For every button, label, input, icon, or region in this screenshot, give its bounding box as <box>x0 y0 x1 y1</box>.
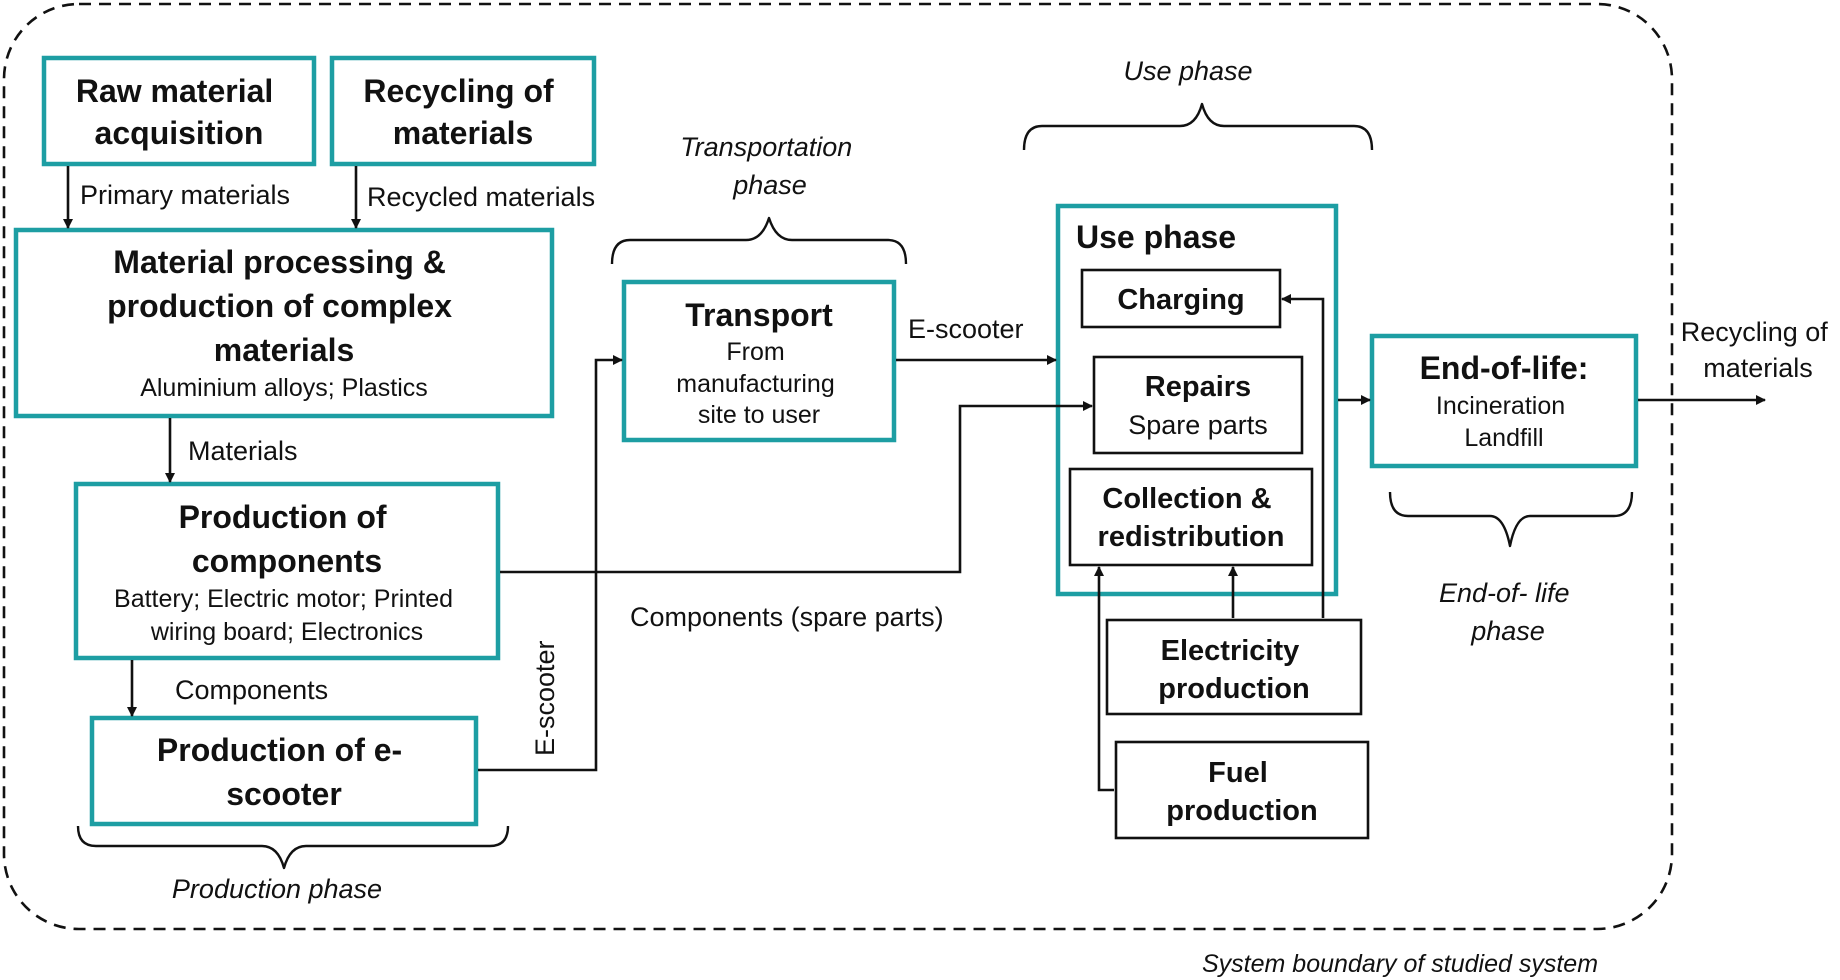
svg-text:Spare parts: Spare parts <box>1128 410 1268 440</box>
svg-text:Recycling of materials: Recycling of materials <box>363 73 562 151</box>
svg-text:Use phase: Use phase <box>1076 219 1236 255</box>
arrow-fuel-to-collection <box>1094 566 1114 792</box>
end-of-life-phase-brace <box>1388 491 1634 548</box>
electricity-production-box: Electricity production <box>1105 618 1363 716</box>
svg-text:From manufacturing: From manufacturing site to user <box>676 338 841 429</box>
svg-text:Collection & redistribut: Collection & redistribution <box>1098 483 1285 553</box>
production-phase-brace <box>76 825 510 870</box>
arrow-spare-parts-to-repairs <box>500 401 1093 574</box>
svg-text:Incineration Landfill: Incineration Landfill <box>1436 392 1572 452</box>
svg-text:Production of e- scooter: Production of e- scooter <box>157 732 411 812</box>
use-phase-label: Use phase <box>1123 56 1252 86</box>
recycling-of-materials-box: Recycling of materials <box>329 55 597 167</box>
collection-redistribution-box: Collection & redistribution <box>1068 467 1314 567</box>
svg-text:End-of-life:: End-of-life: <box>1420 350 1589 386</box>
production-of-components-box: Production of components Battery; Electr… <box>73 481 501 661</box>
svg-text:Raw material acquisition: Raw material acquisition <box>76 73 282 151</box>
label-recycling-out: Recycling of materials <box>1681 317 1836 383</box>
charging-box: Charging <box>1080 268 1282 329</box>
production-phase-label: Production phase <box>172 874 382 904</box>
svg-text:Battery; Electric motor; Print: Battery; Electric motor; Printed wiring … <box>114 585 460 646</box>
end-of-life-phase-label: End-of- life phase <box>1439 578 1577 646</box>
system-boundary <box>2 2 1674 931</box>
svg-text:Material processing & pr: Material processing & production of comp… <box>107 244 461 368</box>
svg-text:Aluminium alloys; Plastics: Aluminium alloys; Plastics <box>140 374 428 402</box>
label-escooter-transport: E-scooter <box>908 314 1024 344</box>
arrow-electricity-to-charging <box>1281 294 1325 618</box>
label-components-spare-parts: Components (spare parts) <box>630 602 944 632</box>
material-processing-box: Material processing & production of comp… <box>13 227 555 419</box>
raw-material-box: Raw material acquisition <box>41 55 317 167</box>
svg-text:Charging: Charging <box>1117 284 1244 316</box>
transportation-phase-brace <box>610 216 908 265</box>
label-recycled-materials: Recycled materials <box>367 182 595 212</box>
system-boundary-label: System boundary of studied system <box>1202 950 1598 978</box>
label-components: Components <box>175 675 328 705</box>
fuel-production-box: Fuel production <box>1114 740 1370 840</box>
label-materials: Materials <box>188 436 298 466</box>
use-phase-brace <box>1022 102 1374 151</box>
svg-text:Fuel production: Fuel production <box>1166 757 1317 827</box>
repairs-box: Repairs Spare parts <box>1092 355 1304 455</box>
label-escooter-vertical: E-scooter <box>530 640 560 756</box>
svg-text:Production of components: Production of components <box>179 499 396 579</box>
production-of-escooter-box: Production of e- scooter <box>89 715 479 827</box>
svg-text:Repairs: Repairs <box>1145 371 1251 403</box>
label-primary-materials: Primary materials <box>80 180 290 210</box>
arrow-escooter-to-transport <box>478 355 623 772</box>
transportation-phase-label: Transportation phase <box>680 132 860 200</box>
end-of-life-box: End-of-life: Incineration Landfill <box>1369 333 1639 469</box>
svg-text:Electricity production: Electricity production <box>1158 635 1309 705</box>
transport-box: Transport From manufacturing site to use… <box>621 279 897 443</box>
svg-text:Transport: Transport <box>685 297 833 333</box>
